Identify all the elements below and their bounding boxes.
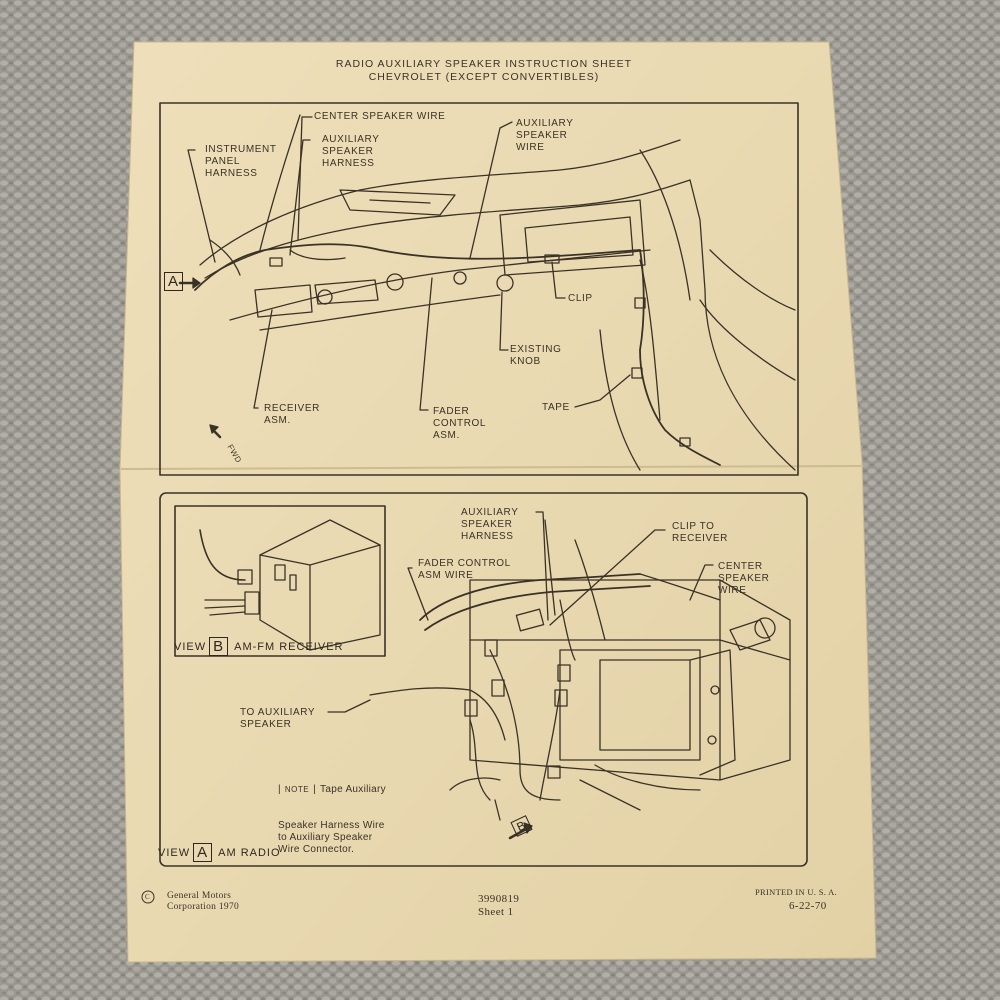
lower-diagram-frame: [159, 492, 808, 867]
title-line-1: RADIO AUXILIARY SPEAKER INSTRUCTION SHEE…: [335, 58, 633, 70]
view-b-receiver-illustration: [199, 519, 381, 651]
label-instrument-panel-harness: INSTRUMENT PANEL HARNESS: [205, 144, 277, 179]
footer-printed: PRINTED IN U. S. A.: [755, 887, 837, 897]
view-b-caption: VIEW B AM-FM RECEIVER: [174, 637, 343, 656]
view-b-word: VIEW: [174, 640, 207, 653]
view-a-letter: A: [193, 843, 213, 862]
title-line-2: CHEVROLET (EXCEPT CONVERTIBLES): [368, 71, 600, 83]
footer-sheet: Sheet 1: [478, 906, 514, 918]
upper-diagram-frame: [159, 102, 799, 476]
view-a-text: AM RADIO: [218, 846, 281, 859]
note-text-line-2: Speaker Harness Wire to Auxiliary Speake…: [278, 820, 385, 855]
view-b-text: AM-FM RECEIVER: [234, 640, 344, 653]
label-existing-knob: EXISTING KNOB: [510, 344, 562, 367]
dashboard-illustration: [178, 114, 796, 471]
label-receiver-asm: RECEIVER ASM.: [264, 403, 320, 426]
note-text-line-1: Tape Auxiliary: [320, 784, 386, 795]
label-fader-control-asm: FADER CONTROL ASM.: [433, 406, 487, 441]
view-a-radio-illustration: [327, 511, 791, 840]
copyright-circle: [141, 890, 155, 904]
label-clip: CLIP: [568, 293, 593, 304]
note-block: | NOTE | Tape Auxiliary Speaker Harness …: [278, 784, 386, 855]
view-a-marker-letter: A: [164, 272, 184, 291]
label-to-auxiliary-speaker: TO AUXILIARY SPEAKER: [240, 707, 316, 730]
view-a-word: VIEW: [158, 846, 191, 859]
label-center-speaker-wire-lower: CENTER SPEAKER WIRE: [718, 561, 770, 596]
label-fader-control-asm-wire: FADER CONTROL ASM WIRE: [418, 558, 511, 581]
view-b-inset-frame: [174, 505, 386, 657]
paper: [119, 41, 877, 963]
label-auxiliary-speaker-wire: AUXILIARY SPEAKER WIRE: [516, 118, 574, 153]
label-clip-to-receiver: CLIP TO RECEIVER: [672, 521, 728, 544]
label-tape: TAPE: [542, 402, 570, 413]
fold-line: [120, 465, 862, 470]
note-tag: NOTE: [284, 785, 310, 794]
label-center-speaker-wire: CENTER SPEAKER WIRE: [314, 111, 446, 122]
footer-date: 6-22-70: [789, 900, 827, 912]
view-a-caption: VIEW A AM RADIO: [158, 843, 281, 862]
footer-part-number: 3990819: [478, 893, 520, 905]
copyright-symbol: C: [145, 893, 150, 901]
view-b-letter: B: [209, 637, 229, 656]
footer-company: General Motors Corporation 1970: [167, 891, 240, 912]
label-auxiliary-speaker-harness-lower: AUXILIARY SPEAKER HARNESS: [461, 507, 519, 542]
label-auxiliary-speaker-harness: AUXILIARY SPEAKER HARNESS: [322, 134, 380, 169]
view-a-marker: A: [164, 272, 184, 291]
